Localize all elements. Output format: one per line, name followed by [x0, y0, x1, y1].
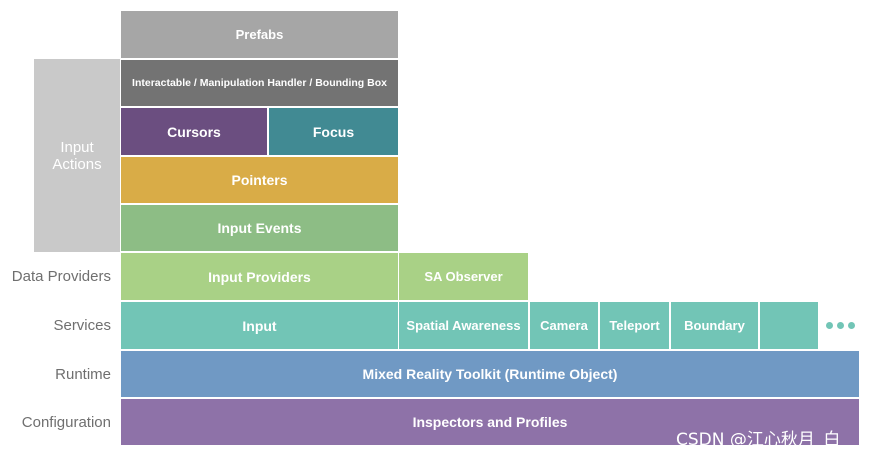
boundary-block: Boundary	[671, 302, 758, 349]
row-label-runtime: Runtime	[55, 365, 111, 383]
ellipsis-dot	[837, 322, 844, 329]
ellipsis-dot	[826, 322, 833, 329]
pointers-block: Pointers	[121, 157, 398, 203]
teleport-block: Teleport	[600, 302, 669, 349]
ellipsis-dot	[848, 322, 855, 329]
prefabs-block: Prefabs	[121, 11, 398, 58]
input-actions-label-line1: Input	[60, 138, 94, 156]
empty-service-block	[760, 302, 818, 349]
configuration-block: Inspectors and Profiles	[121, 399, 859, 445]
more-services-ellipsis-icon	[826, 322, 855, 329]
input-providers-block: Input Providers	[121, 253, 398, 300]
input-actions-panel: Input Actions	[34, 59, 120, 252]
input-events-block: Input Events	[121, 205, 398, 251]
row-label-services: Services	[53, 317, 111, 334]
input-actions-label-line2: Actions	[52, 155, 102, 173]
row-label-configuration: Configuration	[21, 413, 111, 431]
interactable-block: Interactable / Manipulation Handler / Bo…	[121, 60, 398, 106]
row-label-data-providers: Data Providers	[11, 268, 111, 285]
input-service-block: Input	[121, 302, 398, 349]
camera-block: Camera	[530, 302, 598, 349]
sa-observer-block: SA Observer	[399, 253, 528, 300]
watermark-text: CSDN @江心秋月_白	[676, 430, 841, 450]
focus-block: Focus	[269, 108, 398, 155]
spatial-awareness-block: Spatial Awareness	[399, 302, 528, 349]
cursors-block: Cursors	[121, 108, 267, 155]
runtime-block: Mixed Reality Toolkit (Runtime Object)	[121, 351, 859, 397]
